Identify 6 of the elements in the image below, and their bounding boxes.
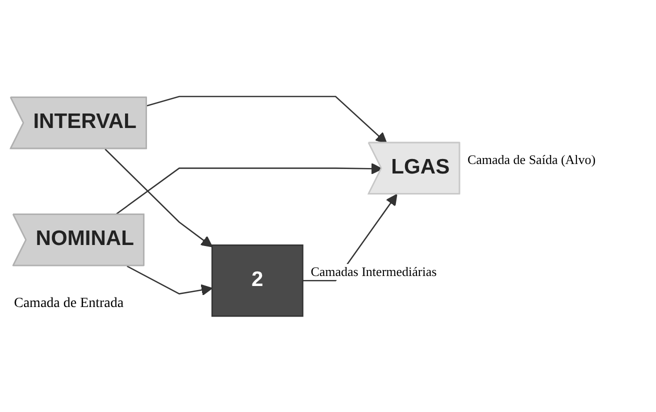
- layer-note: Camada de Entrada: [14, 296, 125, 312]
- arrow: [146, 96, 388, 144]
- arrow: [126, 265, 213, 296]
- arrow: [104, 148, 213, 247]
- node-box: 2: [211, 244, 304, 316]
- arrow: [114, 162, 382, 216]
